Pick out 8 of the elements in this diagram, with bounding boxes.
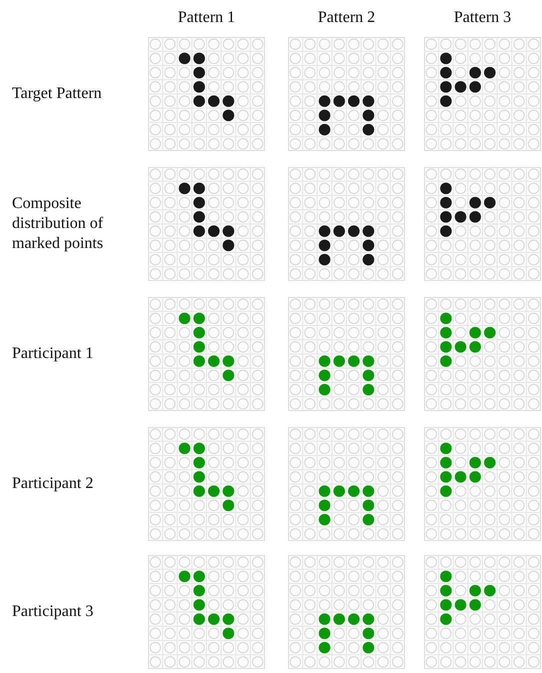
column-heading: Pattern 1 [176, 8, 236, 28]
column-heading: Pattern 2 [316, 8, 376, 28]
row-label: Participant 1 [12, 344, 94, 364]
row-label: Composite distribution of marked points [12, 194, 104, 254]
row-label: Participant 2 [12, 474, 94, 494]
column-heading: Pattern 3 [452, 8, 512, 28]
row-label: Target Pattern [12, 84, 103, 104]
row-label: Participant 3 [12, 602, 94, 622]
